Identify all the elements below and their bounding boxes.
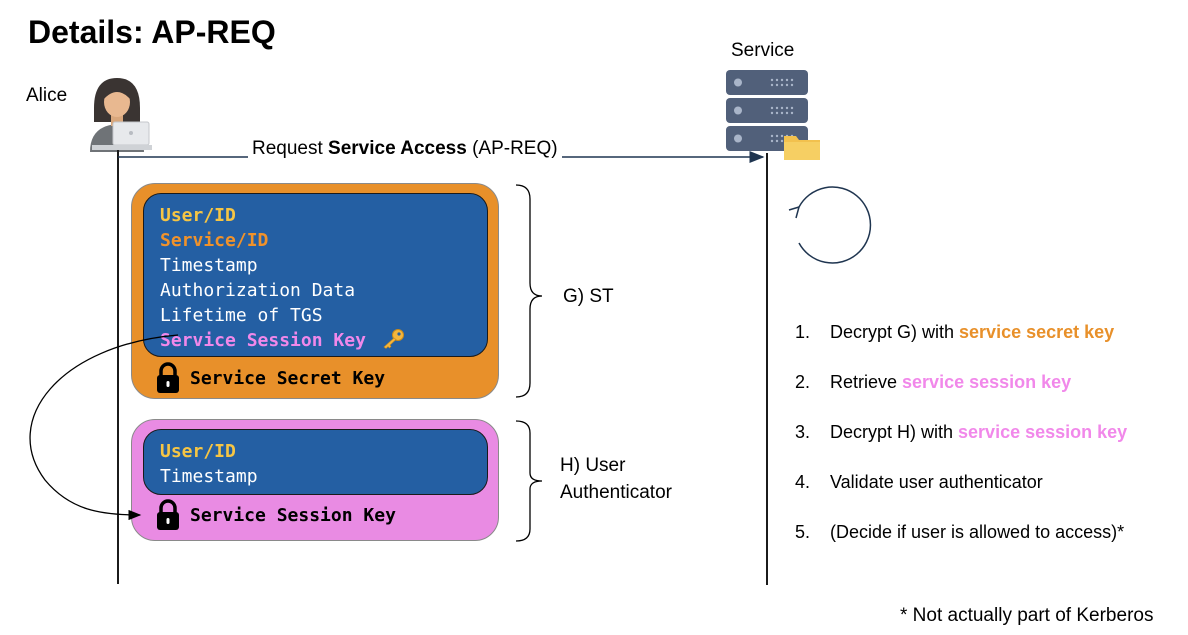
brace-icons — [515, 184, 543, 542]
alice-label: Alice — [26, 85, 68, 106]
alice-avatar-icon — [90, 78, 152, 152]
authenticator-brace-label: H) User Authenticator — [560, 455, 672, 503]
footnote: * Not actually part of Kerberos — [900, 605, 1154, 626]
lock-icon — [157, 499, 179, 530]
ticket-timestamp: Timestamp — [160, 255, 258, 276]
key-icon — [383, 329, 404, 349]
list-item: 1.Decrypt G) with service secret key — [795, 322, 1115, 342]
ticket-service-id: Service/ID — [160, 230, 269, 251]
processing-cycle-icon — [788, 186, 872, 264]
lock-icon — [157, 362, 179, 393]
steps-list: 1.Decrypt G) with service secret key 2.R… — [795, 322, 1127, 572]
ticket-lifetime: Lifetime of TGS — [160, 305, 323, 326]
page-title: Details: AP-REQ — [28, 14, 276, 50]
alice-lifeline — [117, 150, 119, 584]
server-icon — [726, 70, 820, 160]
service-session-key-label: Service Session Key — [190, 505, 396, 526]
request-message: Request Service Access (AP-REQ) — [248, 138, 562, 160]
list-item: 4.Validate user authenticator — [795, 472, 1043, 492]
authenticator-contents: User/ID Timestamp — [143, 429, 488, 495]
ticket-service-session-key: Service Session Key — [160, 328, 487, 353]
list-item: 5.(Decide if user is allowed to access)* — [795, 522, 1125, 542]
service-ticket-contents: User/ID Service/ID Timestamp Authorizati… — [143, 193, 488, 357]
auth-user-id: User/ID — [160, 441, 236, 462]
auth-timestamp: Timestamp — [160, 466, 258, 487]
service-label: Service — [731, 40, 795, 61]
st-brace-label: G) ST — [563, 286, 614, 307]
list-item: 3.Decrypt H) with service session key — [795, 422, 1128, 442]
list-item: 2.Retrieve service session key — [795, 372, 1072, 392]
ticket-user-id: User/ID — [160, 205, 236, 226]
service-lifeline — [766, 153, 768, 585]
ticket-authorization-data: Authorization Data — [160, 280, 356, 301]
service-secret-key-label: Service Secret Key — [190, 368, 386, 389]
